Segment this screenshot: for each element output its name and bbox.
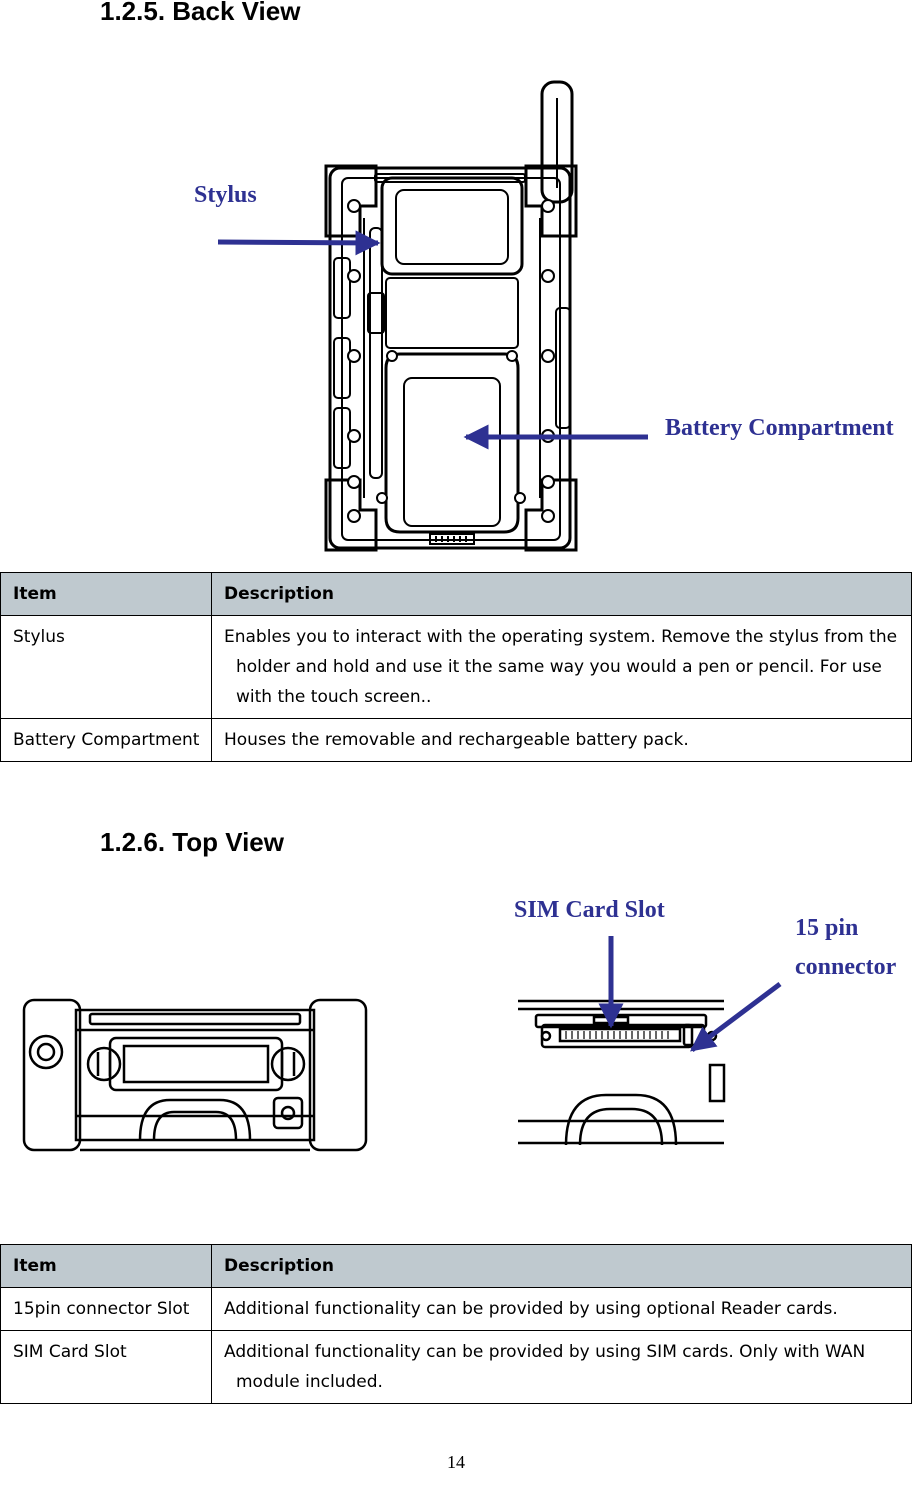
pin-connector-callout-line1: 15 pin — [795, 915, 859, 941]
pin-connector-arrow — [690, 982, 782, 1052]
table-row: 15pin connector Slot Additional function… — [0, 1287, 912, 1331]
table-row: SIM Card Slot Additional functionality c… — [0, 1330, 912, 1404]
table-header-row: Item Description — [0, 572, 912, 616]
table-header-row: Item Description — [0, 1244, 912, 1288]
description-cell: Enables you to interact with the operati… — [211, 615, 912, 719]
stylus-arrow — [217, 230, 381, 256]
item-cell: 15pin connector Slot — [0, 1287, 212, 1331]
page-number: 14 — [447, 1452, 465, 1472]
description-cell: Houses the removable and rechargeable ba… — [211, 718, 912, 762]
header-description: Description — [211, 1244, 912, 1288]
description-text: Enables you to interact with the operati… — [224, 627, 898, 707]
back-view-heading: 1.2.5. Back View — [100, 0, 301, 26]
description-text: Additional functionality can be provided… — [224, 1342, 866, 1392]
top-view-table: Item Description 15pin connector Slot Ad… — [0, 1244, 912, 1404]
pin-connector-callout-line2: connector — [795, 954, 897, 980]
item-cell: Battery Compartment — [0, 718, 212, 762]
header-description: Description — [211, 572, 912, 616]
sim-card-slot-callout: SIM Card Slot — [514, 897, 665, 923]
callout-arrows-top — [598, 936, 782, 1052]
back-view-table: Item Description Stylus Enables you to i… — [0, 572, 912, 762]
table-row: Battery Compartment Houses the removable… — [0, 718, 912, 762]
header-item: Item — [0, 1244, 212, 1288]
battery-compartment-callout: Battery Compartment — [665, 415, 894, 441]
top-view-heading: 1.2.6. Top View — [100, 827, 284, 857]
item-cell: SIM Card Slot — [0, 1330, 212, 1404]
device-back-illustration — [324, 80, 578, 552]
device-top-illustration — [22, 998, 368, 1152]
callout-arrows-back — [217, 230, 648, 450]
item-cell: Stylus — [0, 615, 212, 719]
stylus-callout: Stylus — [194, 182, 257, 208]
description-cell: Additional functionality can be provided… — [211, 1287, 912, 1331]
description-text: Additional functionality can be provided… — [224, 1299, 838, 1319]
description-cell: Additional functionality can be provided… — [211, 1330, 912, 1404]
table-row: Stylus Enables you to interact with the … — [0, 615, 912, 719]
header-item: Item — [0, 572, 212, 616]
description-text: Houses the removable and rechargeable ba… — [224, 730, 689, 750]
